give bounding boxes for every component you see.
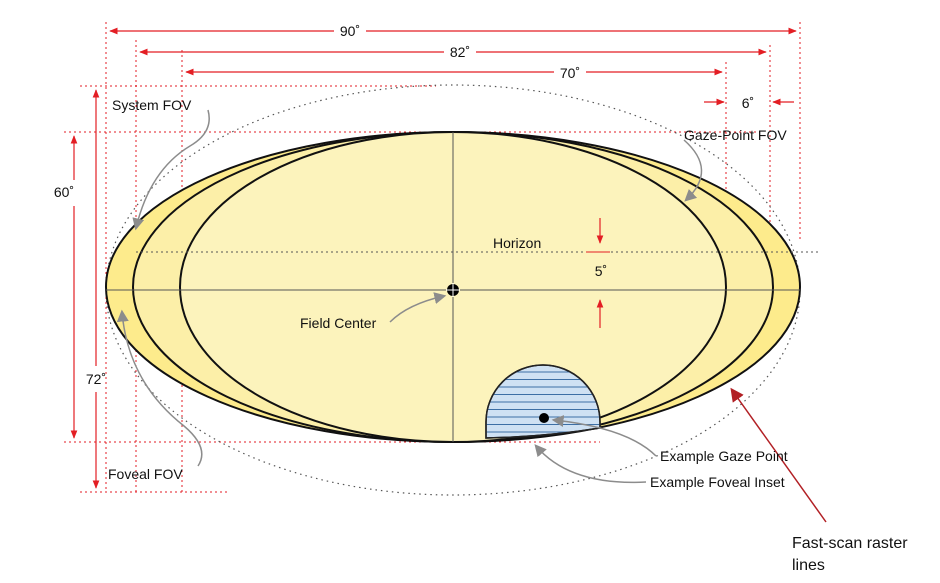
gaze-point-icon: [539, 413, 549, 423]
example-foveal-inset-label: Example Foveal Inset: [650, 474, 785, 490]
foveal-fov-label: Foveal FOV: [108, 466, 183, 482]
dim-82-label: 82˚: [450, 44, 470, 60]
raster-lines-arrow: [730, 387, 827, 523]
dim-72-label: 72˚: [86, 371, 106, 387]
horizontal-guide-lines: [64, 85, 760, 493]
vertical-dimension-lines: [70, 89, 604, 489]
callout-arrows: [116, 109, 703, 484]
dim-60-label: 60˚: [54, 184, 74, 200]
dim-6-label: 6˚: [742, 95, 754, 111]
gaze-point-fov-label: Gaze-Point FOV: [684, 127, 787, 143]
dim-90-label: 90˚: [340, 23, 360, 39]
raster-lines-label-line1: Fast-scan raster: [792, 535, 908, 552]
example-gaze-point-label: Example Gaze Point: [660, 448, 788, 464]
foveal-inset-arrow: [534, 444, 647, 484]
system-fov-arrow: [132, 109, 210, 231]
region-labels: System FOV Gaze-Point FOV Horizon Field …: [108, 97, 908, 574]
system-fov-label: System FOV: [112, 97, 192, 113]
horizon-label: Horizon: [493, 235, 541, 251]
raster-lines-label-line2: lines: [792, 557, 825, 574]
dim-70-label: 70˚: [560, 65, 580, 81]
dim-5-label: 5˚: [595, 263, 607, 279]
gaze-point-fov-arrow: [683, 139, 703, 202]
dimension-labels: 90˚ 82˚ 70˚ 6˚ 60˚ 72˚ 5˚: [54, 23, 754, 387]
field-center-arrow: [389, 292, 447, 323]
gaze-point-arrow: [551, 415, 657, 457]
foveal-fov-arrow: [116, 309, 203, 467]
field-center-label: Field Center: [300, 315, 377, 331]
foveal-inset: [485, 364, 601, 439]
horizontal-dimension-lines: [109, 27, 797, 106]
